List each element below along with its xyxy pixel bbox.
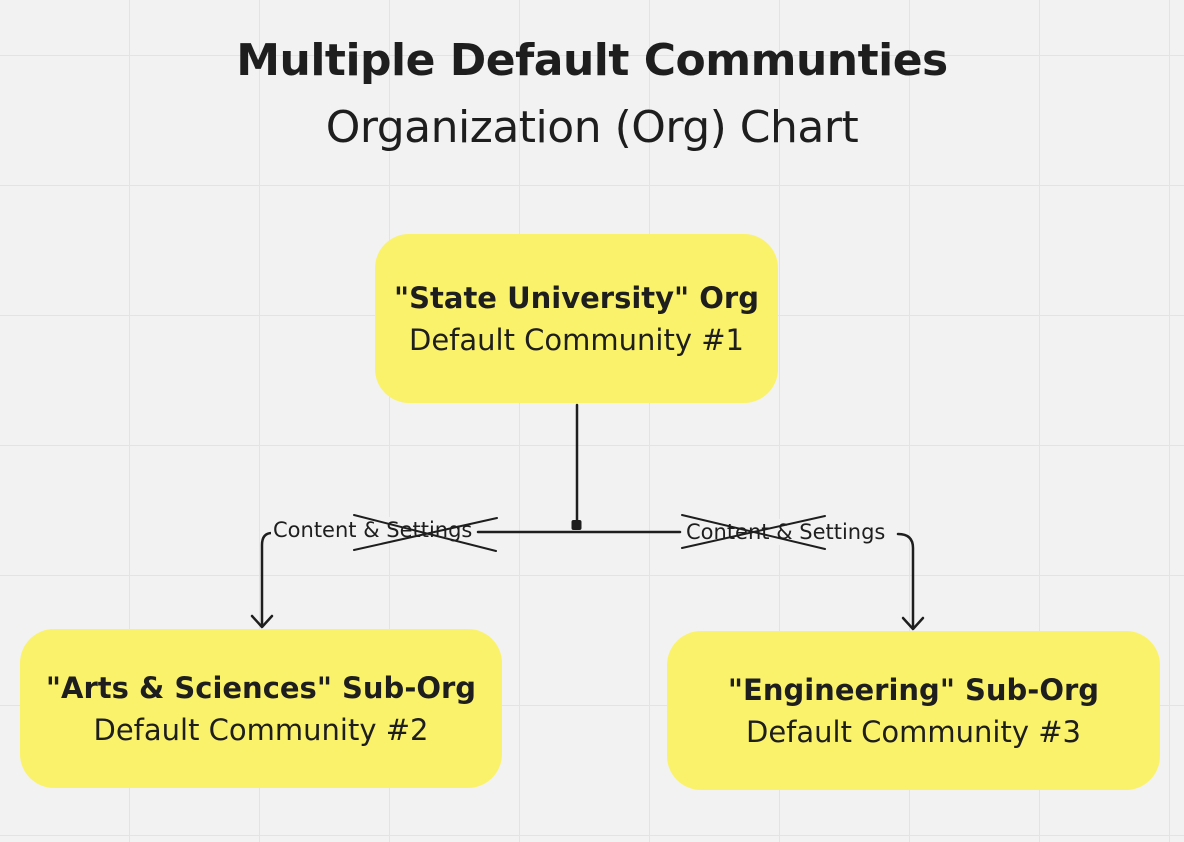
node-title: "Engineering" Sub-Org <box>727 672 1100 707</box>
connector-left-arrowhead <box>250 614 274 629</box>
cross-out-right-b <box>681 515 826 549</box>
node-title: "Arts & Sciences" Sub-Org <box>45 670 477 705</box>
node-engineering[interactable]: "Engineering" Sub-Org Default Community … <box>667 631 1160 790</box>
node-subtitle: Default Community #2 <box>93 712 429 747</box>
node-arts-sciences[interactable]: "Arts & Sciences" Sub-Org Default Commun… <box>20 629 502 788</box>
cross-out-left-b <box>353 517 498 551</box>
node-state-university[interactable]: "State University" Org Default Community… <box>375 234 778 403</box>
junction-handle <box>571 520 582 530</box>
node-subtitle: Default Community #1 <box>409 322 744 357</box>
page-title: Multiple Default Communties <box>236 35 948 86</box>
cross-out-left-a <box>353 514 497 552</box>
connector-left-branch <box>260 531 274 628</box>
page-subtitle: Organization (Org) Chart <box>325 102 859 153</box>
connector-right-branch <box>896 532 915 630</box>
node-title: "State University" Org <box>394 280 759 315</box>
node-subtitle: Default Community #3 <box>746 714 1081 749</box>
connector-right-arrowhead <box>901 616 925 631</box>
